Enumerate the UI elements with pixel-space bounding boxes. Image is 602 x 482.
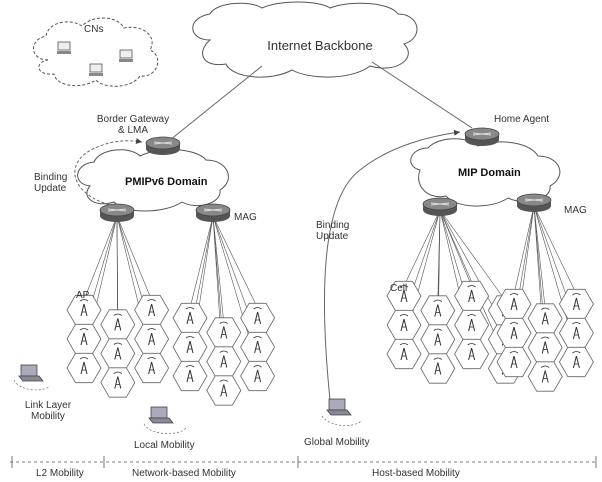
cell-hexagon	[206, 375, 242, 406]
link-layer-laptop-icon	[18, 364, 44, 382]
cell-hexagon	[172, 360, 208, 392]
network-based-mobility-label: Network-based Mobility	[132, 468, 236, 479]
host-based-mobility-label: Host-based Mobility	[372, 468, 460, 479]
cell-label: Cell	[390, 283, 408, 294]
global-mobility-laptop-icon	[326, 398, 352, 416]
pmipv6-domain-label: PMIPv6 Domain	[125, 176, 208, 188]
binding-update-left-label: Binding Update	[34, 172, 68, 194]
cell-hexagon	[66, 352, 102, 384]
border-gateway-router-icon	[145, 136, 181, 156]
cell-hexagon	[420, 353, 456, 384]
binding-update-right-label: Binding Update	[316, 220, 350, 242]
mag-left-label: MAG	[234, 212, 257, 223]
access-link	[439, 209, 506, 301]
border-gateway-label: Border Gateway & LMA	[96, 114, 170, 136]
local-mobility-label: Local Mobility	[134, 440, 195, 451]
ap-label: AP	[76, 290, 90, 301]
internet-backbone-cloud	[192, 1, 418, 78]
cn-computer-icon	[56, 41, 72, 55]
cell-hexagon	[240, 360, 276, 392]
cns-cloud	[33, 17, 159, 87]
home-agent-router-icon	[464, 127, 500, 147]
cns-label: CNs	[84, 24, 104, 35]
cell-hexagon	[558, 346, 594, 378]
backbone-label: Internet Backbone	[267, 38, 373, 53]
mobility-scale	[10, 456, 598, 468]
cell-hexagon	[134, 352, 170, 384]
access-link	[533, 205, 577, 295]
link-layer-mobility-label: Link Layer Mobility	[24, 400, 72, 422]
cell-hexagon	[386, 338, 422, 370]
cn-computer-icon	[118, 49, 134, 63]
global-mobility-label: Global Mobility	[304, 437, 370, 448]
access-link	[212, 215, 258, 309]
cell-grid	[66, 280, 594, 406]
local-mobility-laptop-icon	[148, 406, 174, 424]
cell-hexagon	[100, 367, 136, 398]
mag-right-label: MAG	[564, 205, 587, 216]
cell-hexagon	[454, 338, 490, 370]
home-agent-label: Home Agent	[494, 114, 550, 125]
access-link	[83, 215, 118, 301]
access-link	[116, 215, 152, 301]
access-link	[533, 205, 546, 309]
cell-hexagon	[527, 361, 563, 392]
l2-mobility-label: L2 Mobility	[36, 468, 84, 479]
mip-domain-label: MIP Domain	[458, 167, 521, 179]
access-link	[189, 215, 214, 309]
cn-computer-icon	[88, 63, 104, 77]
access-link	[403, 209, 441, 287]
access-link	[513, 205, 535, 295]
cell-hexagon	[496, 346, 532, 378]
access-link	[212, 215, 225, 323]
